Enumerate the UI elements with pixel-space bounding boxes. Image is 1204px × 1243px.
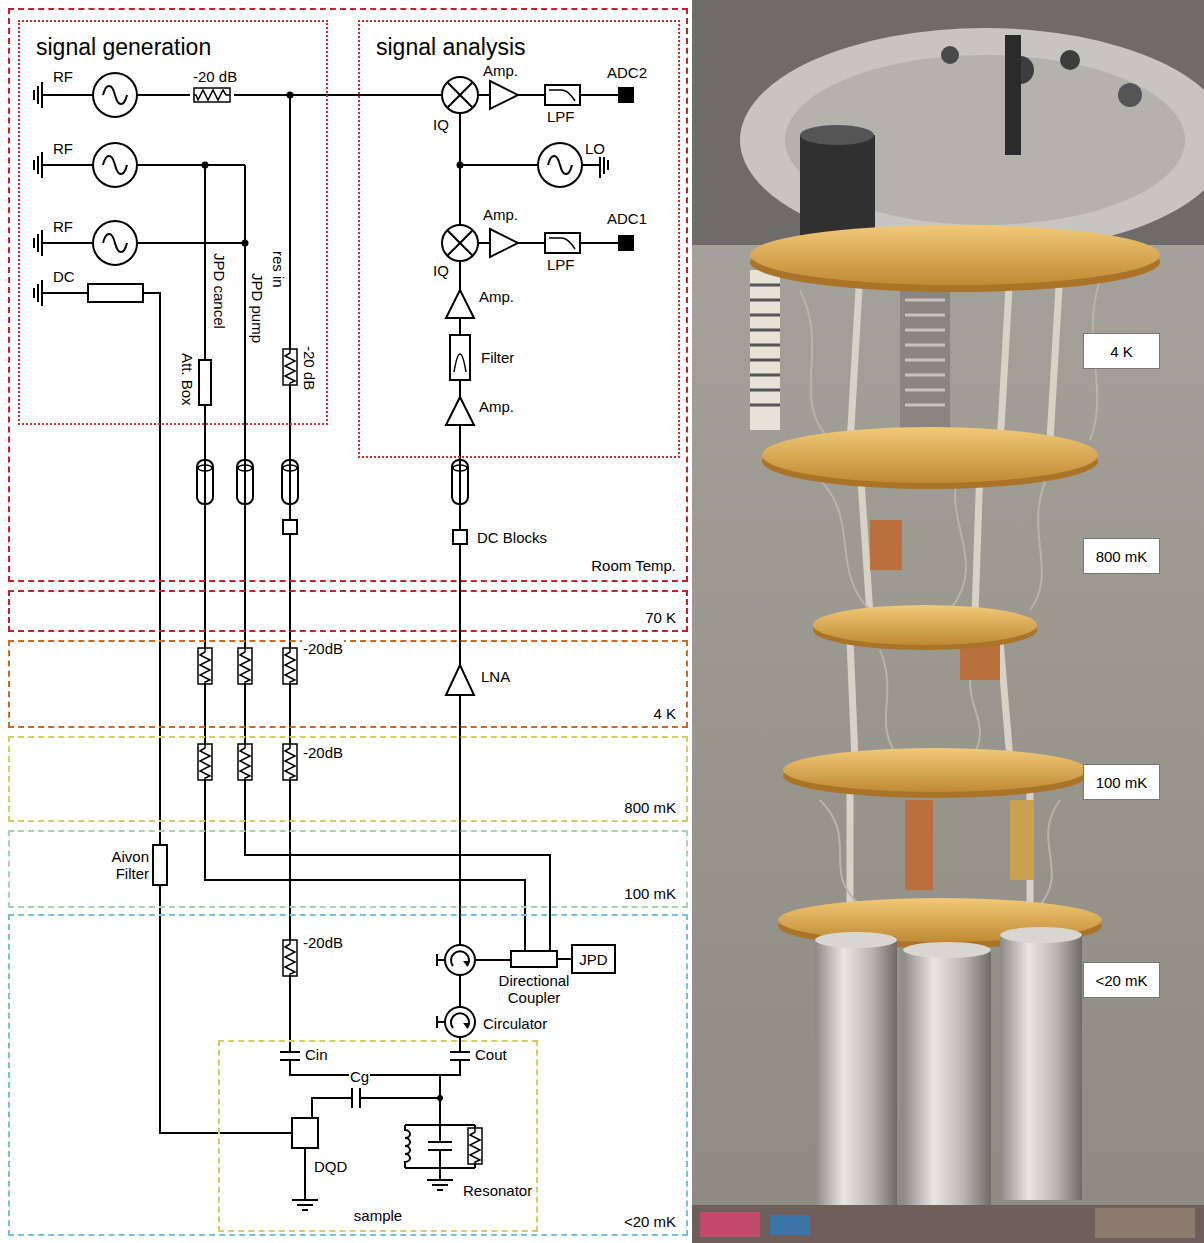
stage-label: 4 K xyxy=(653,705,676,722)
temperature-stage: 4 K xyxy=(8,640,688,728)
component-label: DQD xyxy=(313,1158,348,1175)
stage-label: 4 K xyxy=(1110,343,1133,360)
temperature-stage: 70 K xyxy=(8,590,688,632)
group-title: signal analysis xyxy=(376,34,526,60)
component-label: Cg xyxy=(349,1068,370,1085)
component-label: Amp. xyxy=(482,62,519,79)
temperature-stage: 800 mK xyxy=(8,736,688,822)
jpd-box: JPD xyxy=(571,944,616,974)
connector-line xyxy=(558,958,571,960)
component-label: RF xyxy=(52,68,74,85)
directional-coupler: Directional Coupler xyxy=(510,950,558,968)
component-label: IQ xyxy=(432,116,450,133)
component-label: Cin xyxy=(304,1046,329,1063)
component-label: ADC1 xyxy=(606,210,648,227)
component-label: Aivon Filter xyxy=(90,848,150,882)
component-label: DC Blocks xyxy=(476,529,548,546)
sample-box: sample xyxy=(218,1040,538,1232)
stage-label: 100 mK xyxy=(1096,774,1148,791)
component-label: JPD pump xyxy=(249,272,266,344)
stage-label: 100 mK xyxy=(624,885,676,902)
component-label: LNA xyxy=(480,668,511,685)
temperature-stage: Room Temp. signal generation signal analys… xyxy=(8,8,688,582)
group-box: signal analysis xyxy=(358,20,680,458)
photo-stage-label: 4 K xyxy=(1083,333,1160,369)
schematic-wires xyxy=(42,95,618,1200)
component-label: -20 dB xyxy=(301,345,318,391)
stage-label: 800 mK xyxy=(1096,548,1148,565)
component-label: RF xyxy=(52,218,74,235)
component-label: Cout xyxy=(474,1046,508,1063)
component-label: -20dB xyxy=(302,934,344,951)
stage-label: Room Temp. xyxy=(591,557,676,574)
stage-label: 800 mK xyxy=(624,799,676,816)
temperature-stage: <20 mK Directional Coupler JPD sample xyxy=(8,914,688,1236)
stage-label: 70 K xyxy=(645,609,676,626)
component-label: DC xyxy=(52,268,76,285)
component-label: JPD cancel xyxy=(211,252,228,330)
component-label: Amp. xyxy=(478,288,515,305)
cryostat-photo xyxy=(692,0,1204,1243)
component-label: -20dB xyxy=(302,744,344,761)
component-label: IQ xyxy=(432,262,450,279)
component-label: -20dB xyxy=(302,640,344,657)
component-name: Directional Coupler xyxy=(488,972,580,1006)
component-label: Amp. xyxy=(482,206,519,223)
component-label: -20 dB xyxy=(192,68,238,85)
component-label: Filter xyxy=(480,349,515,366)
component-name: JPD xyxy=(579,951,607,968)
stage-label: <20 mK xyxy=(624,1213,676,1230)
photo-stage-label: 800 mK xyxy=(1083,538,1160,574)
component-label: LPF xyxy=(546,256,576,273)
component-label: LO xyxy=(584,140,606,157)
component-label: RF xyxy=(52,140,74,157)
component-label: Resonator xyxy=(462,1182,533,1199)
component-label: Att. Box xyxy=(179,352,196,407)
component-label: LPF xyxy=(546,108,576,125)
component-label: Circulator xyxy=(482,1015,548,1032)
component-label: Amp. xyxy=(478,398,515,415)
photo-stage-label: 100 mK xyxy=(1083,764,1160,800)
stage-label: <20 mK xyxy=(1095,972,1147,989)
group-title: sample xyxy=(354,1207,402,1224)
component-label: ADC2 xyxy=(606,64,648,81)
component-label: res in xyxy=(270,250,287,289)
group-title: signal generation xyxy=(36,34,211,60)
photo-stage-label: <20 mK xyxy=(1083,962,1160,998)
